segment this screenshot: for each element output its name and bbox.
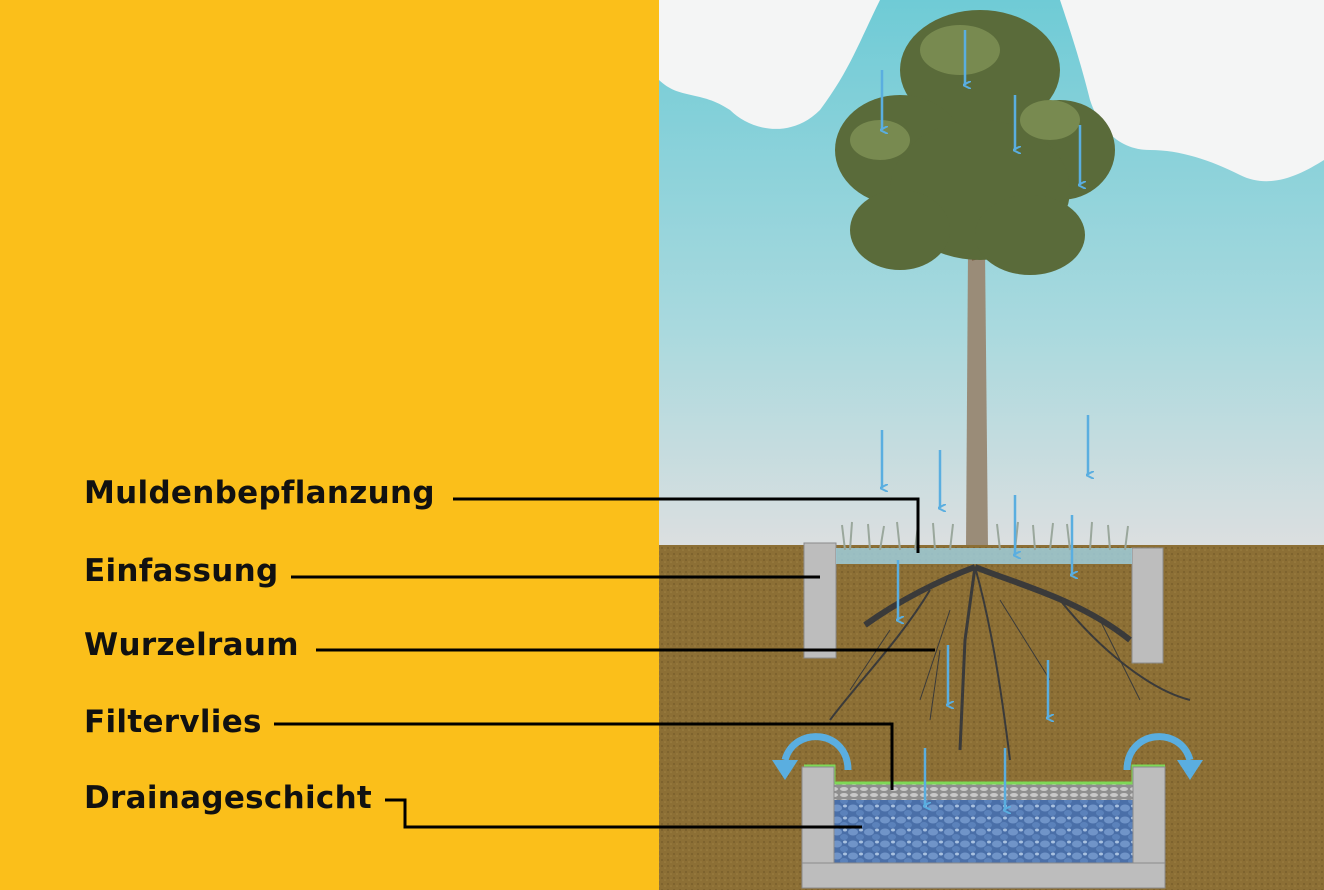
label-einfassung: Einfassung [84,553,279,589]
water-flow-arrows [882,30,1088,810]
leader-muldenbepflanzung [453,497,920,553]
label-wurzelraum: Wurzelraum [84,627,299,663]
roots [829,564,1191,761]
overflow-arrowheads [772,760,1203,780]
label-drainageschicht: Drainageschicht [84,780,373,816]
tree [835,10,1115,548]
water-layer [836,548,1132,564]
leader-filtervlies [274,722,894,790]
leader-lines [274,497,935,829]
drainage-box [801,764,1166,889]
clouds [659,0,1324,182]
label-filtervlies: Filtervlies [84,704,262,740]
label-panel [0,0,659,890]
leader-drainageschicht [385,798,862,829]
overflow-arrows [781,733,1194,771]
label-muldenbepflanzung: Muldenbepflanzung [84,475,435,511]
einfassung-walls [803,542,1164,664]
filter-fleece [804,764,1165,785]
